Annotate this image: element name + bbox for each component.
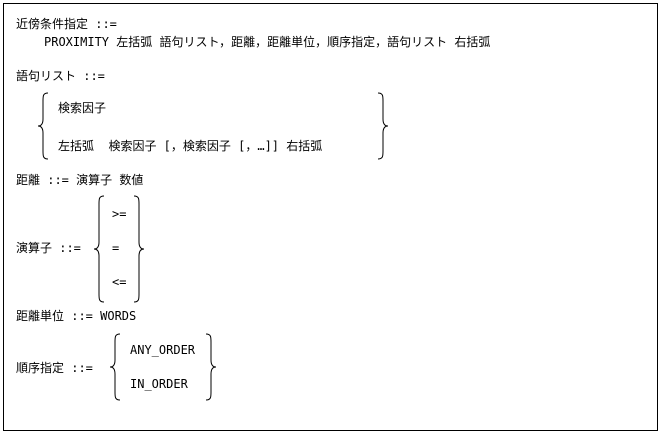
phrase-list-heading: 語句リスト ::=	[16, 69, 105, 83]
right-brace-icon	[133, 195, 145, 303]
left-brace-icon	[93, 195, 105, 303]
proximity-heading: 近傍条件指定 ::=	[16, 17, 117, 31]
distance-unit-definition: 距離単位 ::= WORDS	[16, 309, 137, 323]
proximity-definition: PROXIMITY 左括弧 語句リスト，距離，距離単位，順序指定，語句リスト 右…	[44, 35, 491, 49]
distance-definition: 距離 ::= 演算子 数値	[16, 173, 144, 187]
order-option-any: ANY_ORDER	[130, 343, 196, 357]
operator-option-le: <=	[112, 275, 127, 289]
syntax-definition-box: 近傍条件指定 ::= PROXIMITY 左括弧 語句リスト，距離，距離単位，順…	[3, 3, 658, 431]
operator-option-eq: =	[112, 241, 120, 255]
left-brace-icon	[109, 333, 121, 401]
phrase-list-option-parenthesized: 左括弧 検索因子 [，検索因子 [，…]] 右括弧	[58, 139, 323, 153]
order-label: 順序指定 ::=	[16, 361, 93, 375]
right-brace-icon	[377, 92, 389, 160]
phrase-list-option-factor: 検索因子	[58, 101, 107, 115]
left-brace-icon	[37, 92, 49, 160]
operator-label: 演算子 ::=	[16, 241, 81, 255]
operator-option-ge: >=	[112, 207, 127, 221]
order-option-in: IN_ORDER	[130, 377, 188, 391]
right-brace-icon	[205, 333, 217, 401]
